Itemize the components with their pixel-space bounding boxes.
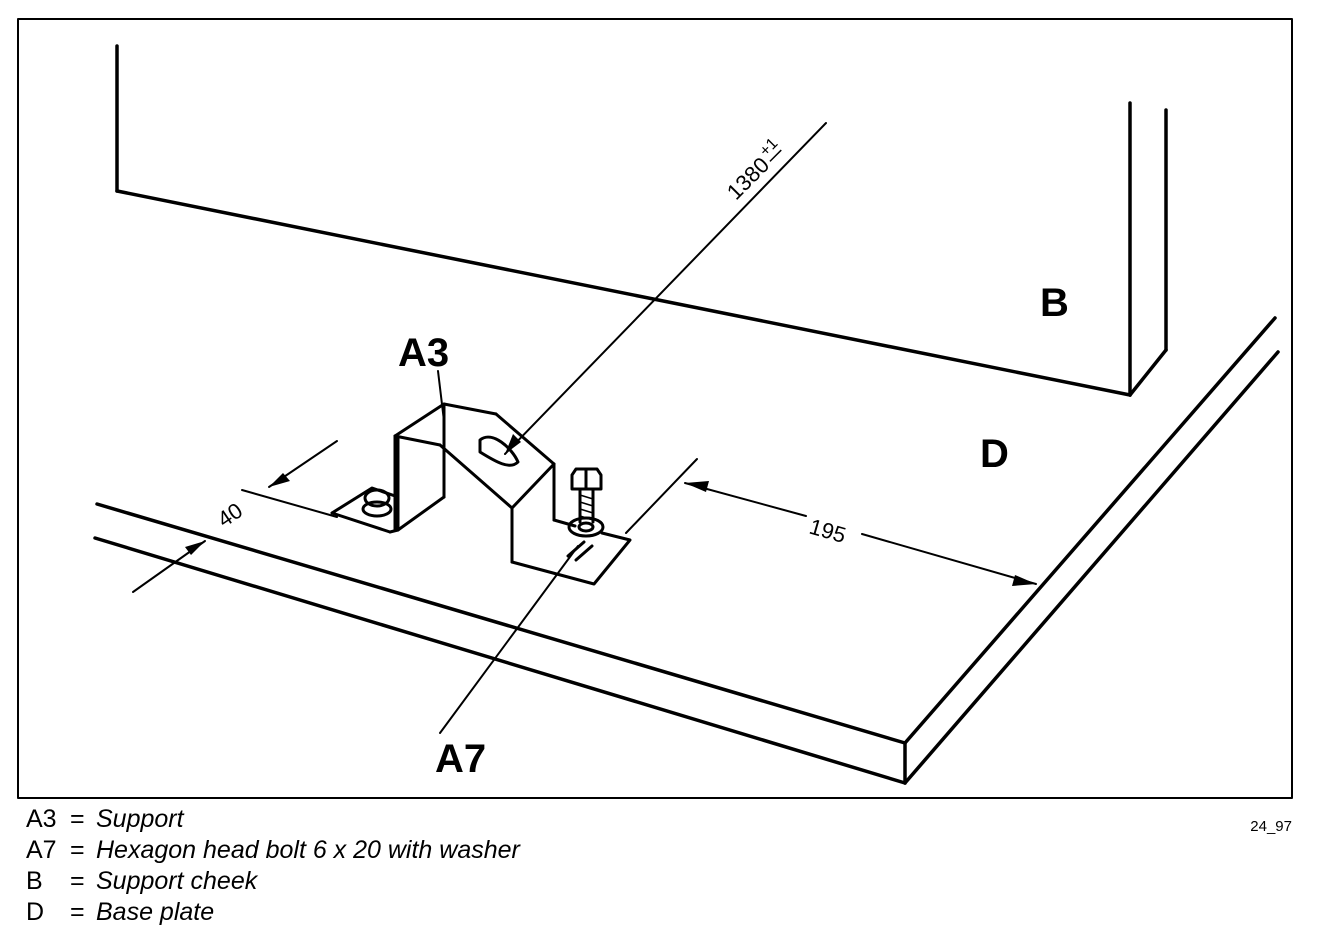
dimension-195-arrow-right	[1012, 575, 1036, 586]
label-a3: A3	[398, 331, 449, 375]
legend-row: A3 = Support	[26, 804, 726, 835]
legend-row: D = Base plate	[26, 897, 726, 928]
support-bracket	[330, 402, 632, 586]
figure-id: 24_97	[1250, 818, 1292, 835]
base-plate-outline	[93, 316, 1280, 785]
legend-key: B	[26, 867, 43, 895]
label-d: D	[980, 432, 1009, 476]
legend: A3 = Support A7 = Hexagon head bolt 6 x 20 w…	[26, 804, 726, 928]
dimension-1380-tolerance-underline	[769, 149, 782, 162]
dimension-40-text: 40	[213, 498, 247, 532]
dimension-1380-arrow	[505, 434, 521, 454]
legend-row: B = Support cheek	[26, 866, 726, 897]
dimension-40-arrow-bottom	[185, 541, 205, 555]
legend-equals: =	[70, 805, 85, 833]
label-a7: A7	[435, 737, 486, 781]
legend-equals: =	[70, 836, 85, 864]
support-cheek-outline	[115, 44, 1168, 397]
hexagon-bolt	[566, 467, 605, 562]
drawing-frame	[17, 18, 1293, 799]
dimension-1380-line	[504, 122, 827, 455]
legend-equals: =	[70, 898, 85, 926]
legend-key: A3	[26, 805, 57, 833]
dimension-1380-text: 1380	[722, 152, 774, 204]
dimension-195-text: 195	[807, 514, 849, 548]
label-b: B	[1040, 281, 1069, 325]
legend-text: Support cheek	[96, 867, 258, 895]
legend-key: D	[26, 898, 45, 926]
leader-lines	[437, 370, 579, 734]
legend-text: Hexagon head bolt 6 x 20 with washer	[96, 836, 520, 864]
legend-row: A7 = Hexagon head bolt 6 x 20 with washer	[26, 835, 726, 866]
dimension-40-arrow-top	[269, 473, 290, 487]
dimension-195-arrow-left	[685, 481, 709, 492]
legend-text: Support	[96, 805, 184, 833]
legend-key: A7	[26, 836, 57, 864]
legend-text: Base plate	[96, 898, 215, 926]
legend-equals: =	[70, 867, 85, 895]
